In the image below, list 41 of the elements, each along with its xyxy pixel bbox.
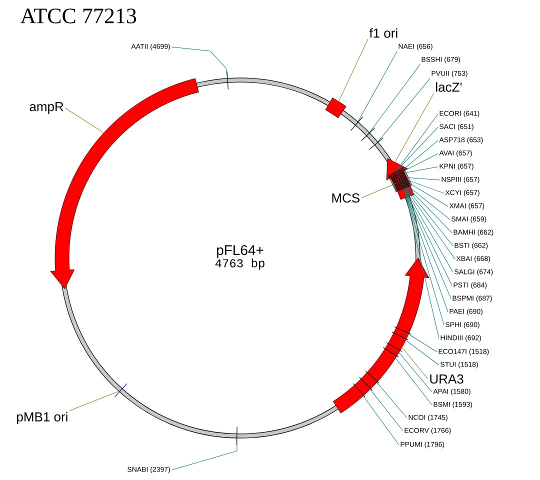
leader-line [390, 174, 448, 207]
leader-line [392, 176, 452, 234]
leader-line [69, 383, 128, 411]
leader-line [365, 370, 408, 418]
feature-label: ampR [30, 102, 64, 114]
leader-line [392, 332, 440, 366]
leader-line [361, 183, 396, 198]
leader-line [389, 166, 438, 180]
feature-label: URA3 [430, 374, 464, 384]
leader-line [369, 78, 430, 150]
leader-line [361, 64, 420, 141]
leader-line [392, 177, 454, 246]
gene-arrow [332, 258, 430, 414]
leader-line [394, 183, 444, 326]
leader-line [390, 172, 440, 181]
feature-box [325, 98, 346, 118]
leader-line [383, 347, 432, 406]
leader-line [394, 326, 438, 352]
leader-line [392, 178, 456, 260]
leader-line [359, 377, 404, 432]
leader-line [395, 92, 434, 162]
leader-line [352, 383, 400, 446]
leader-line [388, 114, 438, 176]
leader-line [386, 342, 432, 392]
leader-line [391, 175, 450, 220]
leader-line [395, 184, 440, 339]
leader-line [171, 46, 229, 90]
feature-label: pMB1 ori [17, 412, 68, 424]
title: ATCC 77213 [20, 8, 136, 24]
leader-line [389, 153, 438, 180]
leader-line [390, 173, 444, 194]
leader-line [394, 182, 448, 312]
leader-line [388, 126, 438, 178]
leader-line [338, 38, 368, 104]
leader-line [64, 108, 106, 134]
leader-line [388, 140, 438, 178]
leader-line [350, 51, 398, 131]
leader-line [400, 346, 428, 380]
leader-line [171, 426, 238, 470]
feature-label: lacZ' [436, 82, 462, 92]
feature-label: f1 ori [369, 28, 398, 38]
